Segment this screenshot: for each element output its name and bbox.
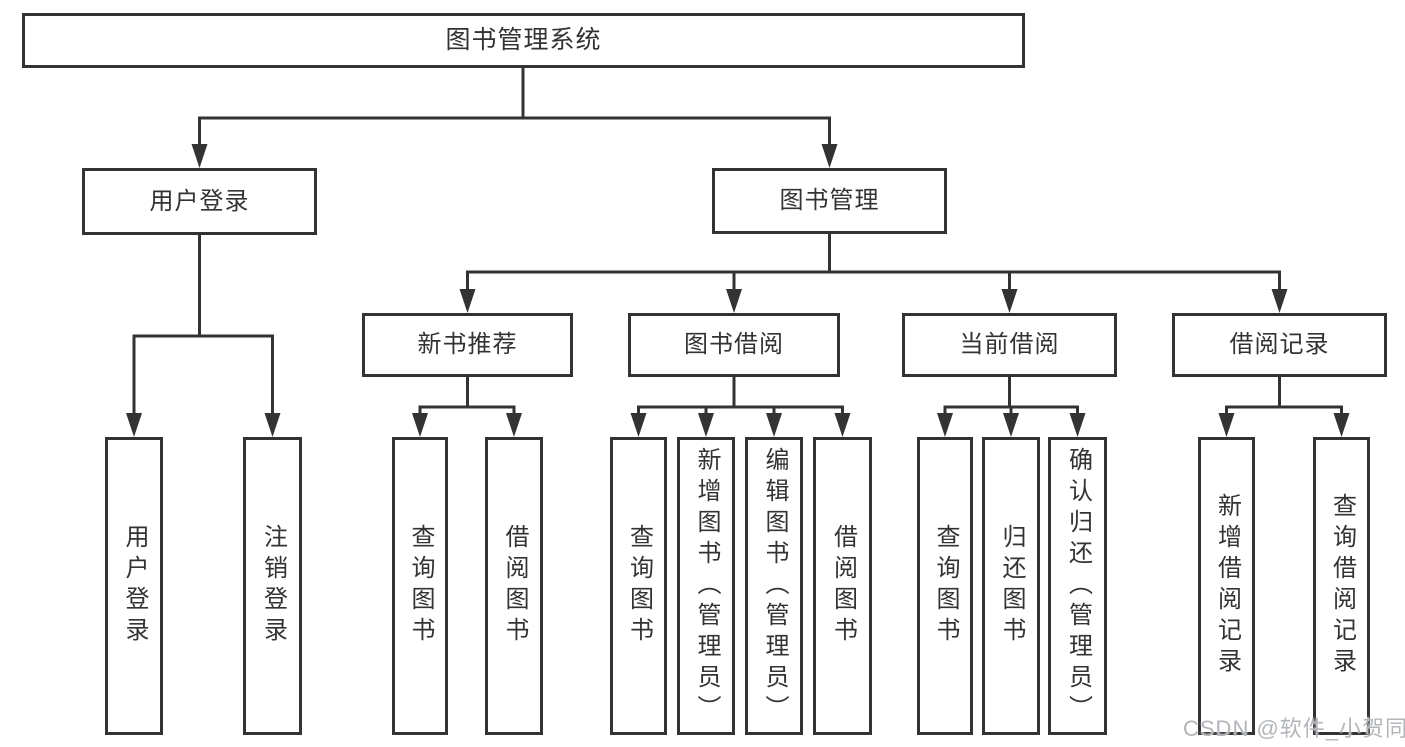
leaf-current-query-books: 查询图书 xyxy=(917,437,973,735)
leaf-records-add-record: 新增借阅记录 xyxy=(1198,437,1255,735)
leaf-user-login: 用户登录 xyxy=(105,437,163,735)
node-borrow-records: 借阅记录 xyxy=(1172,313,1387,377)
leaf-current-confirm-return-admin: 确认归还（管理员） xyxy=(1048,437,1107,735)
csdn-watermark: CSDN @软件_小贺同学 xyxy=(1183,716,1405,741)
node-root-system: 图书管理系统 xyxy=(22,13,1025,68)
node-book-management: 图书管理 xyxy=(712,168,947,234)
leaf-records-query-record: 查询借阅记录 xyxy=(1313,437,1370,735)
node-current-borrowing: 当前借阅 xyxy=(902,313,1117,377)
arrowheads xyxy=(126,144,1350,437)
leaf-current-return-books: 归还图书 xyxy=(982,437,1040,735)
leaf-newrec-borrow-books: 借阅图书 xyxy=(485,437,543,735)
leaf-newrec-query-books: 查询图书 xyxy=(392,437,448,735)
node-user-login: 用户登录 xyxy=(82,168,317,235)
leaf-borrowing-query-books: 查询图书 xyxy=(610,437,667,735)
node-new-book-recommend: 新书推荐 xyxy=(362,313,573,377)
leaf-borrowing-edit-books-admin: 编辑图书（管理员） xyxy=(745,437,803,735)
leaf-borrowing-add-books-admin: 新增图书（管理员） xyxy=(677,437,735,735)
leaf-logout: 注销登录 xyxy=(243,437,302,735)
leaf-borrowing-borrow-books: 借阅图书 xyxy=(813,437,872,735)
node-book-borrowing: 图书借阅 xyxy=(628,313,840,377)
